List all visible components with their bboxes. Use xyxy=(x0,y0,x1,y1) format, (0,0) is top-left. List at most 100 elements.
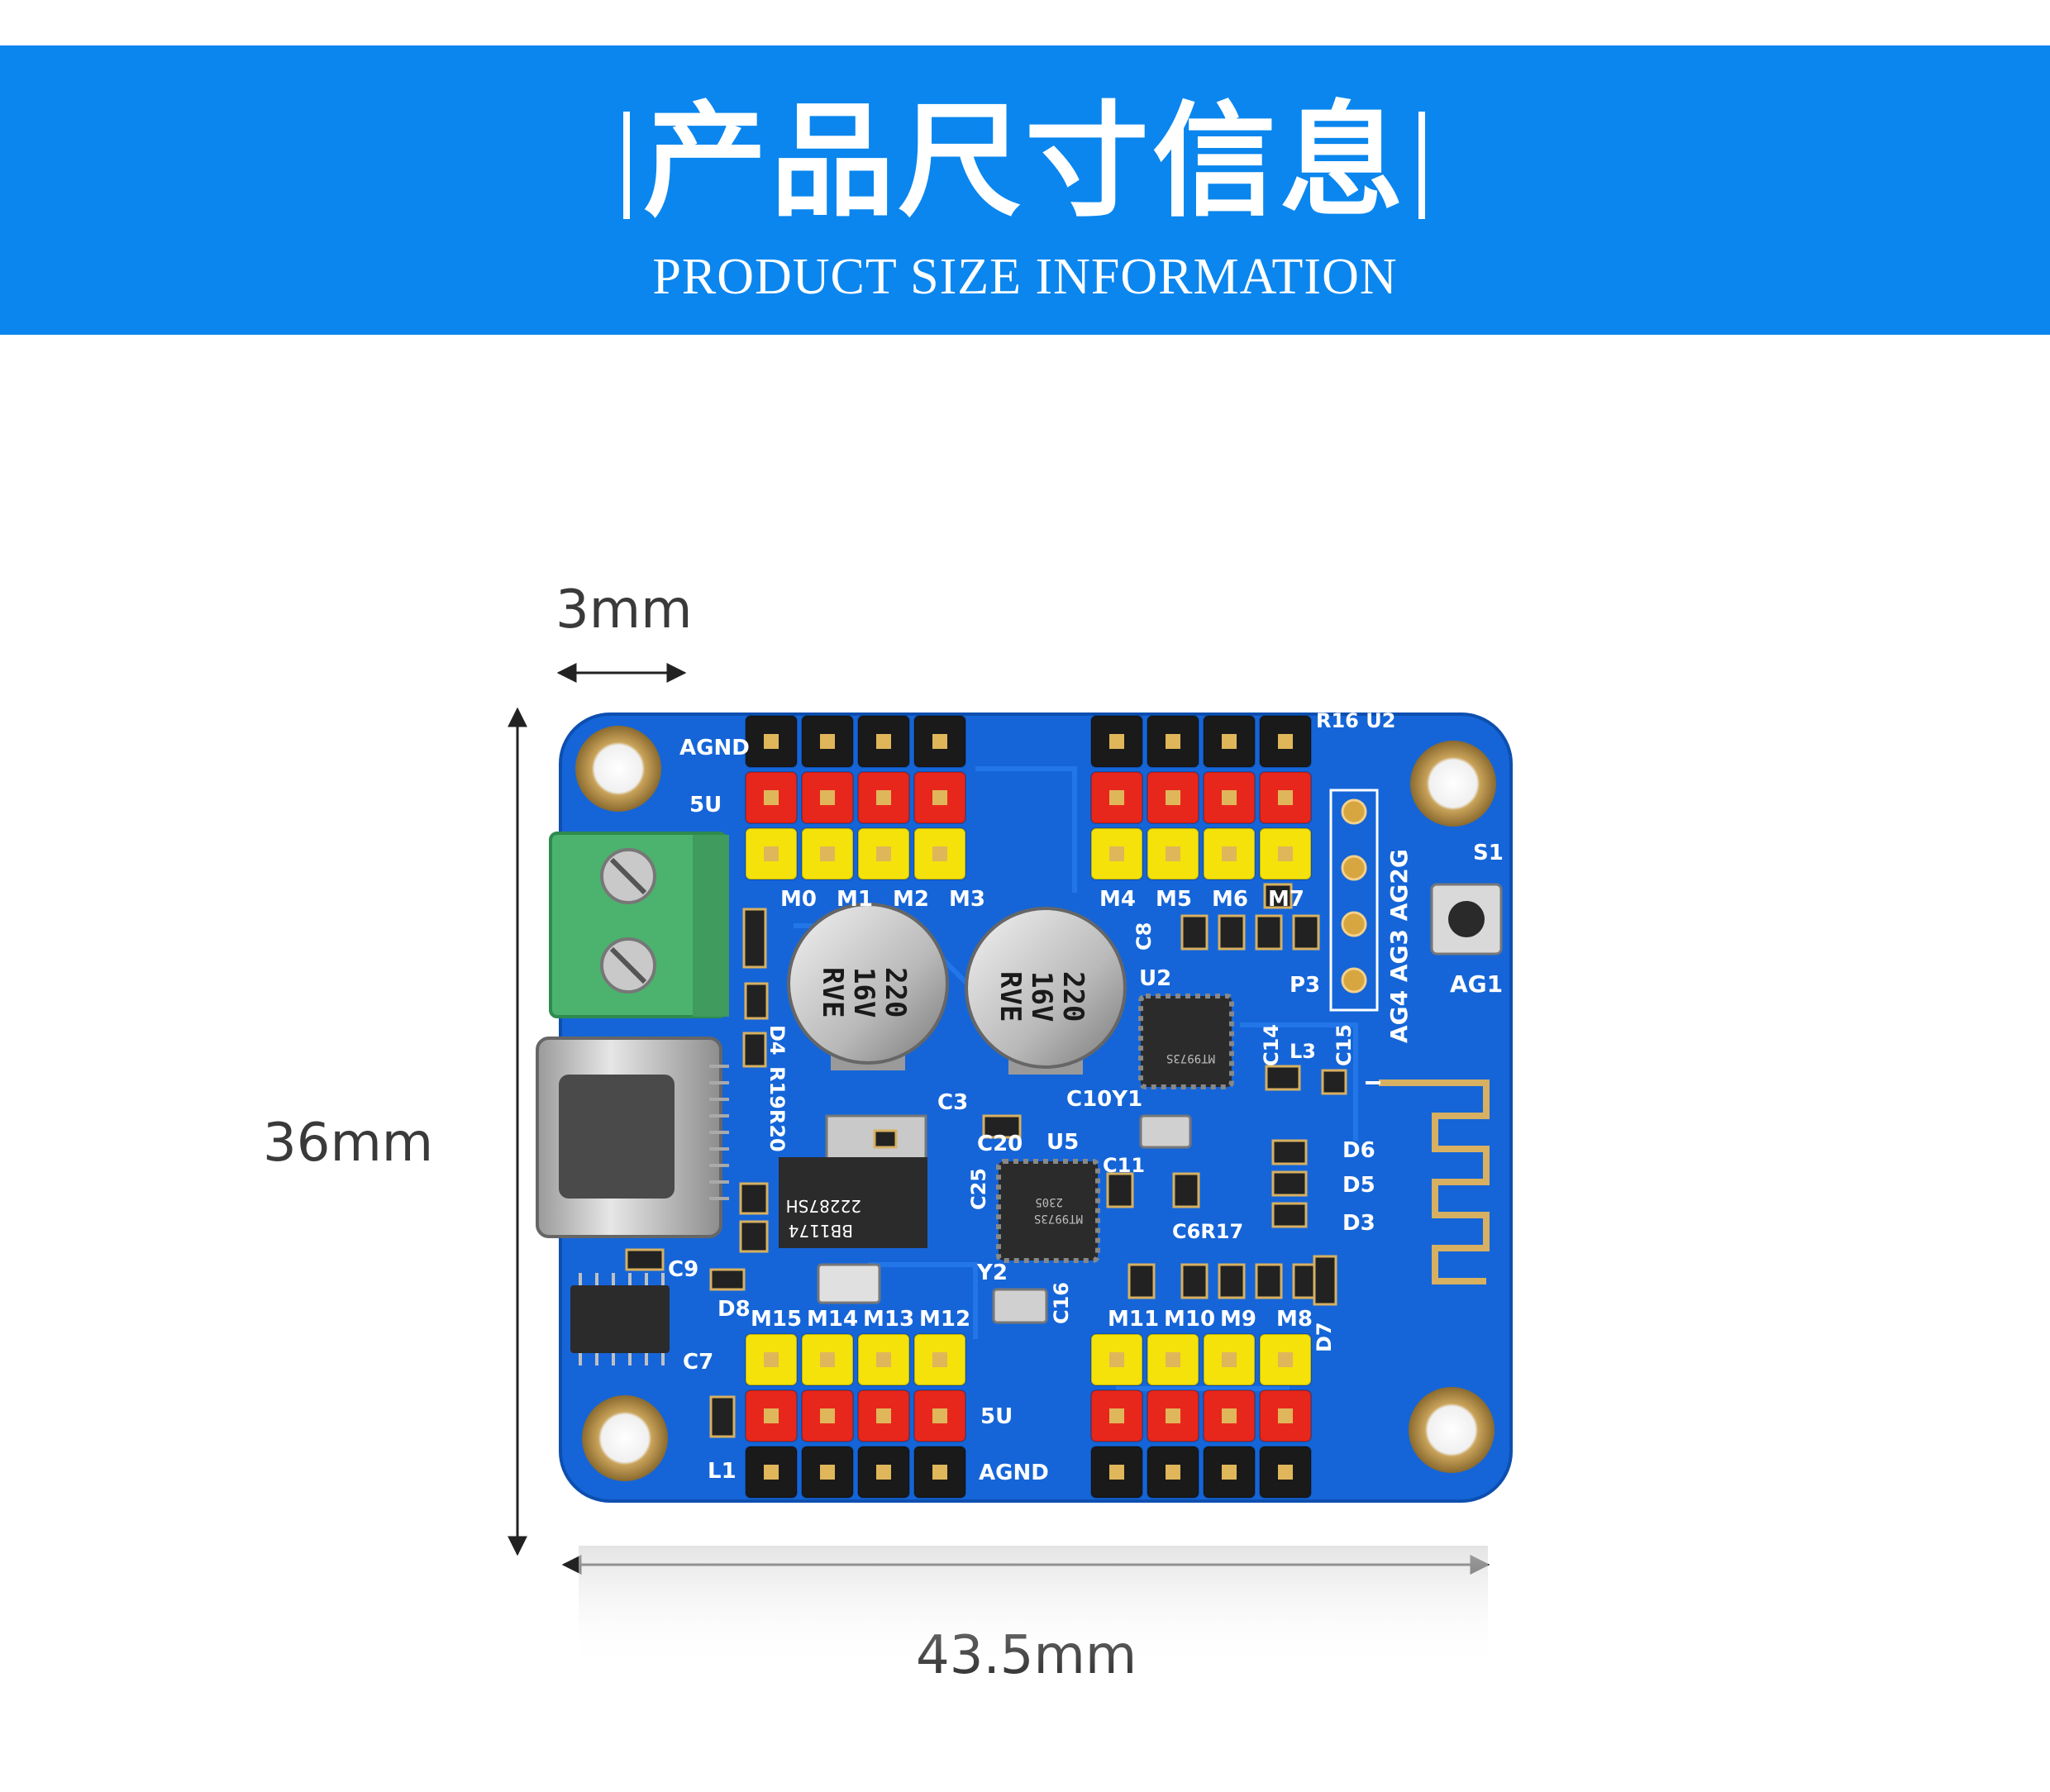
silk-pin-label-bottom-right: M8 xyxy=(1276,1307,1313,1332)
header-pin xyxy=(1278,846,1293,861)
silk-c14: C14 xyxy=(1260,1024,1283,1066)
silk-pin-label-bottom-right: M9 xyxy=(1220,1307,1256,1332)
header-pin xyxy=(1278,1465,1293,1480)
header-pin xyxy=(932,1408,947,1423)
header-top-left xyxy=(745,715,966,880)
header-pin xyxy=(1166,846,1180,861)
regulator-body xyxy=(779,1157,927,1248)
p3-pin xyxy=(1341,911,1367,937)
mount-hole-top-left xyxy=(575,726,661,812)
chip-u2 xyxy=(1138,994,1234,1089)
title-right-bar xyxy=(1418,112,1425,219)
smd-components xyxy=(625,883,1347,1438)
usb-c-port xyxy=(559,1075,675,1199)
header-pin xyxy=(764,734,779,749)
silk-c15: C15 xyxy=(1332,1024,1356,1066)
header-pin xyxy=(1222,734,1237,749)
capacitor-right-series: RVE xyxy=(994,971,1027,1022)
header-pin xyxy=(1166,734,1180,749)
silk-s1: S1 xyxy=(1473,841,1504,865)
header-pin xyxy=(876,1465,891,1480)
chip-u2-text: MT9973S xyxy=(1166,1051,1215,1065)
p3-header-outline xyxy=(1329,789,1379,1012)
header-pin xyxy=(820,1352,835,1367)
silk-c8: C8 xyxy=(1132,922,1156,951)
silk-u5: U5 xyxy=(1046,1130,1079,1155)
silk-r19r20: R19R20 xyxy=(765,1066,789,1152)
header-pin xyxy=(764,1408,779,1423)
header-pin xyxy=(1109,1408,1124,1423)
header-pin xyxy=(1222,1465,1237,1480)
chip-u5 xyxy=(996,1159,1100,1263)
chip-small xyxy=(570,1285,670,1353)
silk-pin-label-bottom-right: M10 xyxy=(1164,1307,1215,1332)
page-subtitle: PRODUCT SIZE INFORMATION xyxy=(652,249,1398,305)
header-pin xyxy=(764,790,779,805)
p3-pin xyxy=(1341,967,1367,994)
header-pin xyxy=(876,846,891,861)
silk-pin-label-bottom-left: M14 xyxy=(807,1307,858,1332)
header-banner xyxy=(0,45,2050,335)
header-pin xyxy=(1278,790,1293,805)
header-pin xyxy=(1109,1465,1124,1480)
silk-y2: Y2 xyxy=(976,1261,1008,1285)
header-pin xyxy=(932,1352,947,1367)
silk-d7: D7 xyxy=(1313,1322,1336,1352)
header-pin xyxy=(820,790,835,805)
capacitor-left xyxy=(787,903,949,1070)
header-pin xyxy=(1166,790,1180,805)
silk-pin-label-top-left: M0 xyxy=(780,887,817,912)
p3-pin xyxy=(1341,855,1367,881)
crystal-y2 xyxy=(992,1288,1048,1324)
capacitor-left-value: 220 xyxy=(879,967,912,1018)
capacitor-right xyxy=(965,907,1127,1075)
silk-c10y1: C10Y1 xyxy=(1066,1087,1142,1112)
header-pin xyxy=(1166,1352,1180,1367)
height-label: 36mm xyxy=(263,1113,434,1174)
silk-pin-label-top-left: M1 xyxy=(837,887,873,912)
silk-c25: C25 xyxy=(967,1168,990,1210)
silk-pin-label-bottom-left: M15 xyxy=(751,1307,802,1332)
silk-pin-label-top-left: M3 xyxy=(949,887,985,912)
silk-pin-label-top-left: M2 xyxy=(893,887,929,912)
capacitor-right-value: 220 xyxy=(1056,971,1089,1022)
mount-hole-bottom-left xyxy=(582,1395,668,1481)
silk-5v-top: 5U xyxy=(689,793,722,817)
header-pin xyxy=(1166,1408,1180,1423)
usb-c-contacts xyxy=(709,1065,729,1200)
silk-c16: C16 xyxy=(1050,1282,1073,1324)
header-pin xyxy=(1222,1352,1237,1367)
silk-l1: L1 xyxy=(708,1459,737,1484)
mount-hole-top-right xyxy=(1410,741,1496,827)
header-pin xyxy=(1109,790,1124,805)
silk-d5: D5 xyxy=(1342,1173,1375,1198)
header-pin xyxy=(876,1408,891,1423)
silk-d3: D3 xyxy=(1342,1211,1375,1236)
board-reflection xyxy=(579,1546,1488,1670)
header-pin xyxy=(876,734,891,749)
header-pin xyxy=(932,846,947,861)
silk-c9: C9 xyxy=(668,1257,698,1282)
silk-d4: D4 xyxy=(765,1025,789,1056)
header-pin xyxy=(1109,734,1124,749)
hole-offset-label: 3mm xyxy=(555,579,693,641)
page-title: 产品尺寸信息 xyxy=(642,88,1407,234)
chip-small-legs xyxy=(579,1273,665,1365)
crystal-y1 xyxy=(1139,1114,1192,1149)
silk-l3: L3 xyxy=(1290,1040,1316,1063)
p3-pin xyxy=(1341,798,1367,825)
mount-hole-bottom-right xyxy=(1409,1387,1495,1473)
silk-ag1: AG1 xyxy=(1450,970,1503,998)
silk-c7: C7 xyxy=(683,1350,713,1375)
header-pin xyxy=(820,1465,835,1480)
pcb-antenna xyxy=(1379,1079,1490,1284)
silk-c6r17: C6R17 xyxy=(1172,1220,1243,1243)
silk-d6: D6 xyxy=(1342,1138,1375,1163)
header-pin xyxy=(764,846,779,861)
chip-u5-text: MT9973S xyxy=(1034,1212,1083,1225)
silk-c11: C11 xyxy=(1103,1154,1145,1177)
terminal-block-side xyxy=(693,835,729,1017)
header-pin xyxy=(932,1465,947,1480)
